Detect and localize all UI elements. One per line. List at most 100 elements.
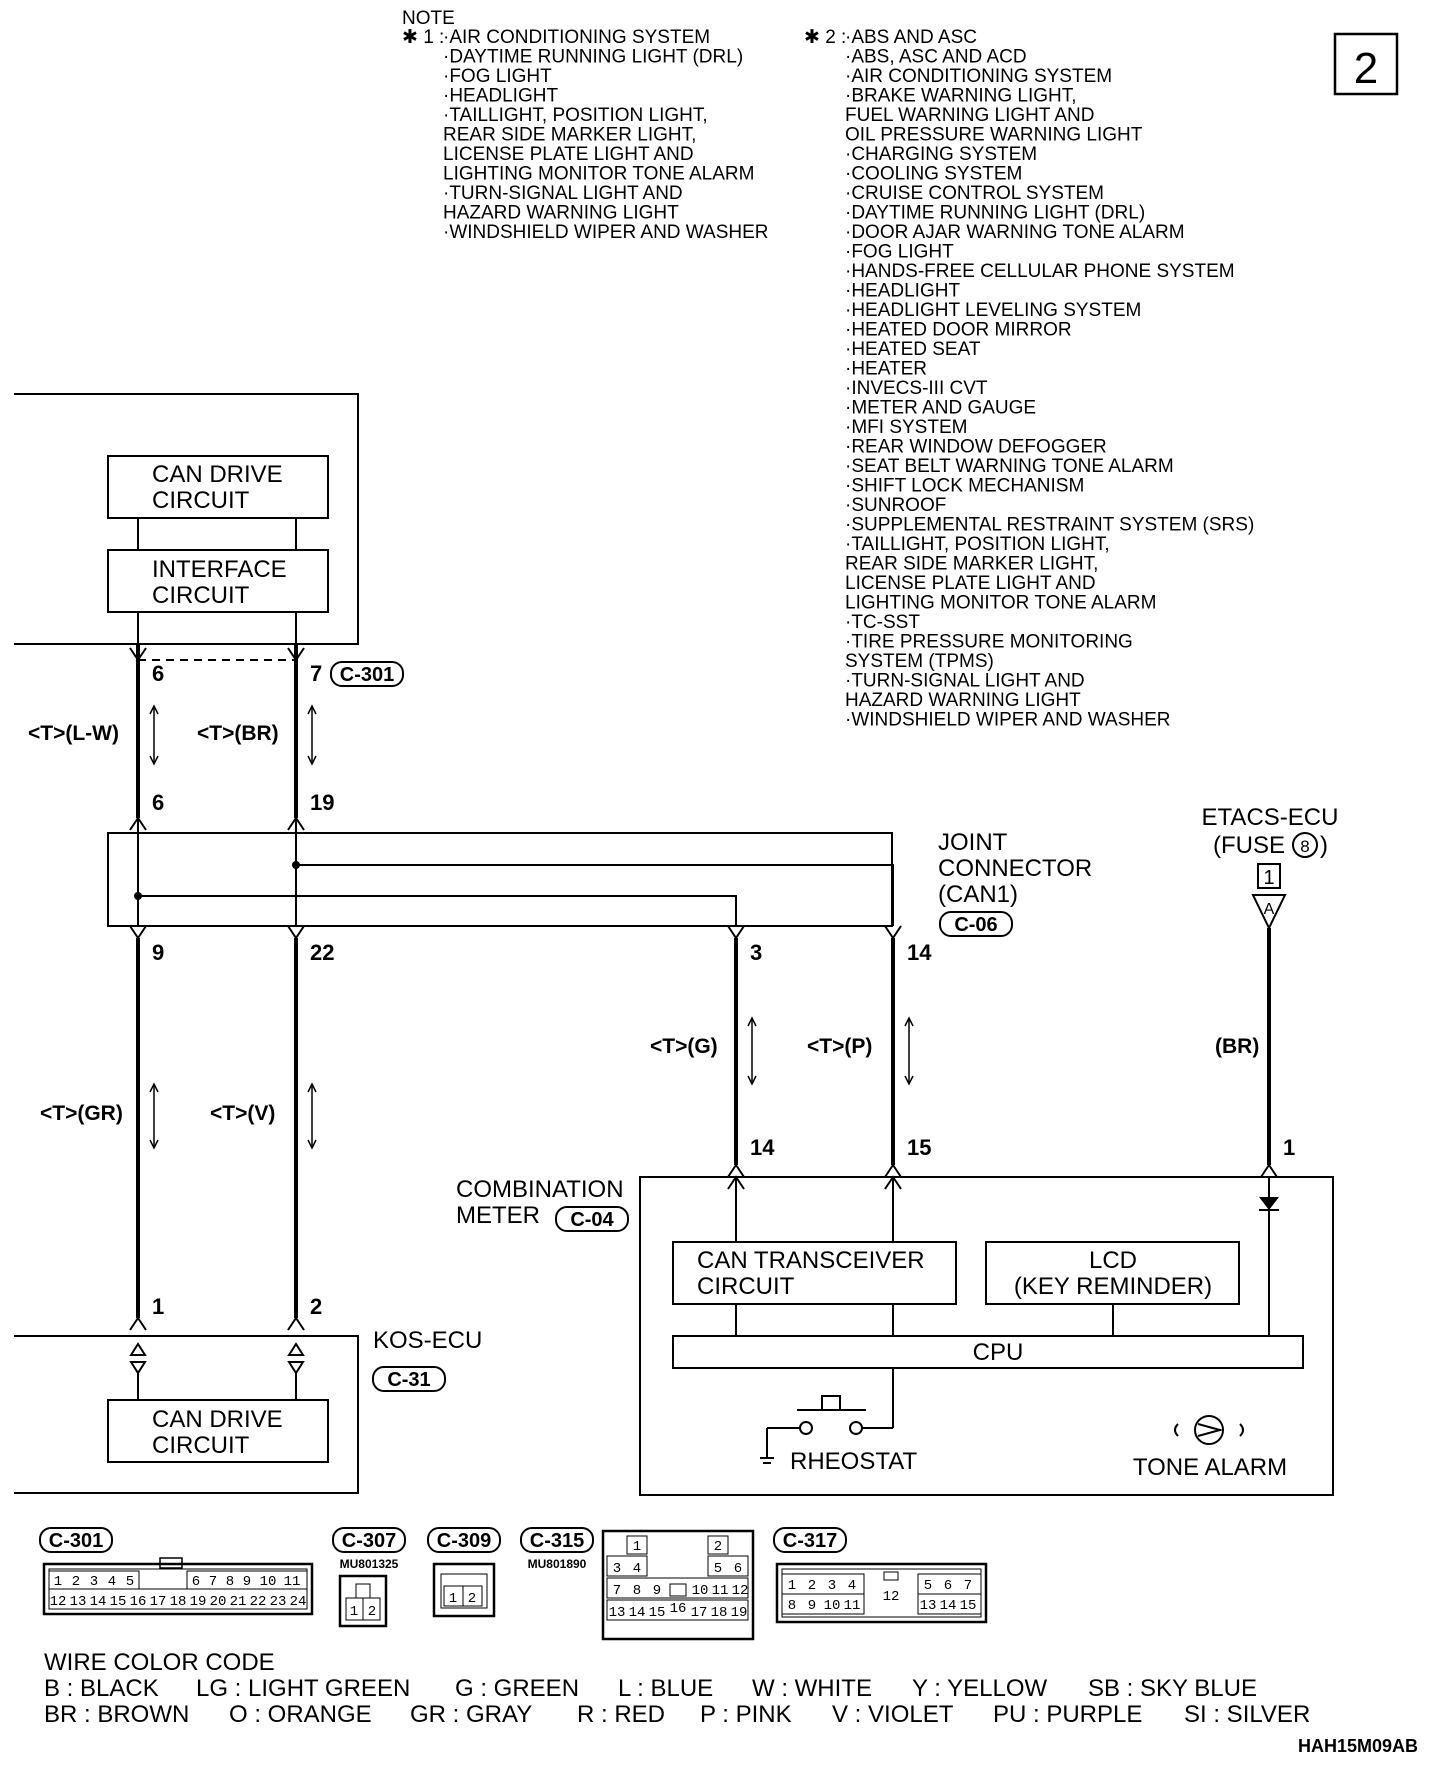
pin-kos-1: 1 [152,1294,164,1319]
pin-joint-22: 22 [310,940,334,965]
page-number-box [1333,32,1399,96]
svg-text:2: 2 [808,1578,816,1594]
pin-joint-19: 19 [310,790,334,815]
joint-connector-box [107,832,893,927]
svg-text:18: 18 [170,1594,187,1610]
pin-joint-3: 3 [750,940,762,965]
svg-text:WIRE COLOR CODE: WIRE COLOR CODE [44,1649,275,1676]
svg-text:B : BLACK LG : LIGHT GRE: B : BLACK LG : LIGHT GREEN G : GREEN L :… [44,1675,1257,1702]
svg-text:16: 16 [670,1601,687,1617]
svg-text:2: 2 [368,1604,376,1620]
rheostat-switch-icon [760,1368,894,1464]
figure-code: HAH15M09AB [1298,1736,1418,1756]
svg-text:5: 5 [126,1574,134,1590]
junction-dot [134,892,142,900]
wire-label-v: <T>(V) [210,1102,275,1125]
combination-meter-box [639,1176,1334,1496]
note-1-marker: ✱ 1 : [402,27,444,48]
wire-label-gr: <T>(GR) [40,1102,123,1125]
svg-text:17: 17 [691,1605,708,1621]
svg-text:19: 19 [731,1605,748,1621]
junction-dot [292,861,300,869]
etacs-fuse-suffix: ) [1320,832,1328,859]
can-transceiver-box [672,1241,957,1305]
connector-face-c309: C-309 1 2 [427,1527,501,1618]
svg-text:MU801325: MU801325 [340,1557,399,1571]
pin-meter-1: 1 [1283,1135,1295,1160]
svg-text:24: 24 [290,1594,307,1610]
svg-text:3: 3 [828,1578,836,1594]
svg-text:10: 10 [824,1598,841,1614]
kos-ecu-label: KOS-ECU [373,1327,482,1354]
svg-text:C-317: C-317 [783,1530,837,1552]
connector-face-c301: C-301 1 2 3 4 5 6 7 8 9 10 11 12 13 14 1… [39,1527,314,1616]
svg-text:15: 15 [649,1605,666,1621]
svg-text:15: 15 [960,1598,977,1614]
wire-color-code-legend: WIRE COLOR CODE B : BLACK LG : LIGHT GRE… [44,1649,1310,1728]
connector-face-c317: C-317 1 2 3 4 5 6 7 8 9 10 11 12 13 14 1… [773,1527,988,1624]
pin-triangle-icon [129,1361,147,1375]
svg-text:C-315: C-315 [530,1530,584,1552]
signal-arrow-icon [149,704,317,766]
svg-text:12: 12 [732,1583,749,1599]
svg-text:18: 18 [711,1605,728,1621]
svg-text:5: 5 [714,1561,722,1577]
svg-text:14: 14 [629,1605,646,1621]
svg-text:15: 15 [110,1594,127,1610]
svg-text:4: 4 [108,1574,116,1590]
svg-text:13: 13 [70,1594,87,1610]
svg-text:11: 11 [844,1598,861,1614]
svg-text:1: 1 [54,1574,62,1590]
svg-text:8: 8 [788,1598,796,1614]
connector-face-c307: C-307 MU801325 1 2 [332,1527,406,1628]
svg-text:5: 5 [924,1578,932,1594]
pin-triangle-icon [287,1342,305,1356]
rheostat-label: RHEOSTAT [790,1448,917,1475]
notes-block: NOTE ✱ 1 : ·AIR CONDITIONING SYSTEM ·DAY… [402,8,1254,731]
pin-joint-9: 9 [152,940,164,965]
connector-triangle-icon [1251,894,1287,931]
svg-text:11: 11 [712,1583,729,1599]
svg-text:C-301: C-301 [49,1530,103,1552]
svg-text:1: 1 [633,1539,641,1555]
note-1-list: ·AIR CONDITIONING SYSTEM ·DAYTIME RUNNIN… [443,27,769,243]
svg-text:14: 14 [90,1594,107,1610]
wire-label-g: <T>(G) [650,1035,718,1058]
svg-text:20: 20 [210,1594,227,1610]
wire-label-p: <T>(P) [807,1035,872,1058]
tone-alarm-icon [1174,1415,1244,1445]
note-heading: NOTE [402,8,455,29]
svg-text:C-309: C-309 [437,1530,491,1552]
etacs-connector-letter: A [1264,901,1275,918]
svg-text:19: 19 [190,1594,207,1610]
joint-conn-label: C-06 [954,914,997,936]
can-drive-circuit-bottom-box [107,1399,329,1463]
pin-c301-6: 6 [152,661,164,686]
wire-label-br: <T>(BR) [197,722,279,745]
svg-text:2: 2 [468,1591,476,1607]
svg-text:7: 7 [613,1583,621,1599]
svg-text:1: 1 [788,1578,796,1594]
svg-text:10: 10 [260,1574,277,1590]
signal-arrow-icon [149,1016,914,1150]
fuse-number-circle [1292,832,1318,858]
kos-conn-label: C-31 [387,1369,430,1391]
interface-circuit-box [107,549,329,613]
svg-text:7: 7 [209,1574,217,1590]
pin-meter-15: 15 [907,1135,931,1160]
svg-text:6: 6 [192,1574,200,1590]
combo-conn-label: C-04 [570,1209,614,1231]
svg-text:3: 3 [613,1561,621,1577]
svg-text:23: 23 [270,1594,287,1610]
pin-kos-2: 2 [310,1294,322,1319]
pin-joint-14: 14 [907,940,932,965]
cpu-label: CPU [973,1339,1024,1366]
svg-text:13: 13 [920,1598,937,1614]
svg-text:7: 7 [964,1578,972,1594]
kos-conn-tag [372,1366,446,1392]
combo-conn-tag [555,1206,629,1232]
svg-text:12: 12 [50,1594,67,1610]
